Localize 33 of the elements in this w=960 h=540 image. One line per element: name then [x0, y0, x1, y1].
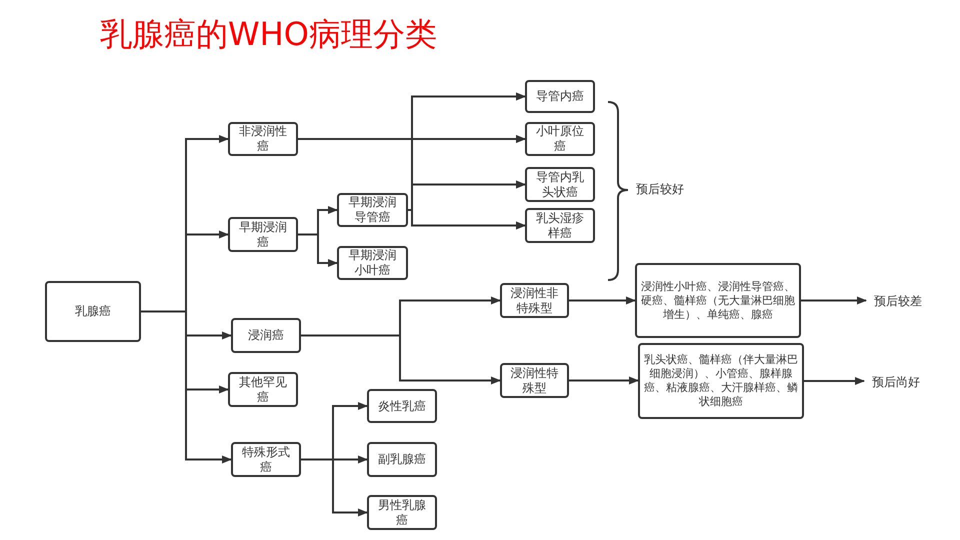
category-box: 浸润性非特殊型: [500, 283, 569, 318]
category-box: 其他罕见癌: [228, 372, 298, 407]
arrow: [141, 310, 232, 464]
category-box: 乳头状癌、髓样癌（伴大量淋巴细胞浸润）、小管癌、腺样腺癌、粘液腺癌、大汗腺样癌、鳞状细胞癌: [638, 343, 804, 419]
diagram-title: 乳腺癌的WHO病理分类: [100, 14, 437, 54]
arrow: [804, 377, 865, 385]
outcome-text: 预后尚好: [864, 373, 928, 391]
category-box: 小叶原位癌: [525, 122, 595, 156]
category-box: 乳头湿疹样癌: [525, 208, 595, 243]
category-box: 非浸润性癌: [228, 122, 298, 156]
arrow: [301, 334, 501, 384]
category-box: 早期浸润癌: [228, 217, 298, 252]
category-box: 导管内癌: [525, 80, 595, 113]
category-box: 男性乳腺癌: [367, 495, 437, 530]
category-box: 早期浸润导管癌: [337, 193, 408, 227]
arrow: [801, 296, 867, 304]
category-box: 炎性乳癌: [367, 389, 437, 423]
category-box: 浸润性小叶癌、浸润性导管癌、硬癌、髓样癌（无大量淋巴细胞增生）、单纯癌、腺癌: [635, 263, 801, 338]
note-text: 预后较好: [636, 181, 684, 197]
category-box: 早期浸润小叶癌: [337, 246, 408, 280]
arrow: [569, 376, 639, 384]
category-box: 特殊形式癌: [231, 442, 301, 477]
arrow: [408, 180, 526, 211]
category-box: 浸润癌: [231, 318, 301, 353]
arrow: [301, 458, 368, 516]
arrow: [408, 209, 526, 230]
category-box: 导管内乳头状癌: [525, 167, 595, 202]
outcome-text: 预后较差: [866, 292, 930, 310]
category-box: 乳腺癌: [45, 281, 141, 342]
category-box: 副乳腺癌: [367, 442, 437, 477]
arrow: [298, 234, 338, 267]
category-box: 浸润性特殊型: [500, 363, 569, 398]
arrow: [569, 296, 636, 304]
